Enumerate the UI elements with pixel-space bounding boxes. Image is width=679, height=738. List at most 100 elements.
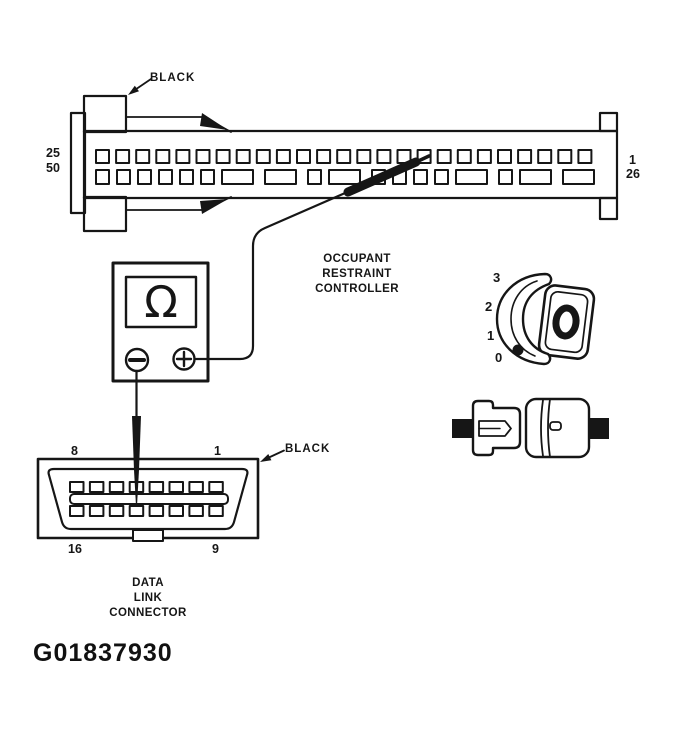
pin-cavity <box>307 169 322 185</box>
pin-cavity <box>557 149 573 164</box>
figure-id: G01837930 <box>33 639 173 667</box>
dlc-caption-line1: DATA <box>132 577 164 589</box>
dlc-drawing <box>36 457 260 542</box>
positive-probe-tip <box>410 154 431 166</box>
dlc-pin-1-label: 1 <box>214 444 221 458</box>
orc-black-label: BLACK <box>150 72 196 84</box>
pin-cavity <box>215 149 231 164</box>
pin-cavity <box>95 169 110 185</box>
ignition-position-1-label: 1 <box>487 328 495 343</box>
pin-cavity <box>148 505 165 517</box>
pin-cavity <box>88 481 105 493</box>
pin-cavity <box>577 149 593 164</box>
dlc-black-label: BLACK <box>285 443 331 455</box>
pin-cavity <box>316 149 332 164</box>
pin-cavity <box>221 169 254 185</box>
pin-cavity <box>179 169 194 185</box>
orc-caption-line3: CONTROLLER <box>315 283 399 295</box>
orc-caption-line1: OCCUPANT <box>323 253 391 265</box>
pin-cavity <box>208 505 224 517</box>
orc-pins-bottom-row <box>95 169 595 185</box>
orc-pin-50-label: 50 <box>46 161 60 175</box>
orc-right-top-tab <box>598 111 619 133</box>
pin-cavity <box>455 169 488 185</box>
pin-cavity <box>537 149 553 164</box>
pin-cavity <box>200 169 215 185</box>
pin-cavity <box>296 149 311 164</box>
pin-cavity <box>497 149 512 164</box>
pin-cavity <box>235 149 251 164</box>
ignition-position-2-label: 2 <box>485 299 493 314</box>
orc-right-bottom-tab <box>598 196 619 221</box>
pin-cavity <box>128 505 145 517</box>
negative-probe-drawing <box>132 369 141 506</box>
bezel-inner-edge <box>510 280 538 357</box>
pin-cavity <box>69 505 85 517</box>
pin-cavity <box>108 505 125 517</box>
inline-right-wire-stub <box>589 418 609 439</box>
pin-cavity <box>434 169 449 185</box>
pin-cavity <box>88 505 105 517</box>
ohmmeter-display <box>124 275 198 329</box>
dlc-caption-line3: CONNECTOR <box>109 607 187 619</box>
pin-cavity <box>517 149 533 164</box>
pin-cavity <box>498 169 513 185</box>
pin-cavity <box>155 149 171 164</box>
dlc-pins-bottom-row <box>69 505 224 517</box>
dlc-inner-shell <box>47 467 249 531</box>
pin-cavity <box>456 149 472 164</box>
orc-bottom-left-block <box>82 195 128 233</box>
orc-caption-line2: RESTRAINT <box>322 268 392 280</box>
pin-cavity <box>69 481 85 493</box>
pin-cavity <box>519 169 552 185</box>
orc-pin-1-label: 1 <box>629 153 636 167</box>
pin-cavity <box>413 169 428 185</box>
dlc-pins-top-row <box>69 481 224 493</box>
inline-female-half <box>524 397 591 459</box>
pin-cavity <box>168 481 184 493</box>
pin-cavity <box>175 149 191 164</box>
pin-cavity <box>135 149 151 164</box>
pin-cavity <box>116 169 131 185</box>
negative-probe-body <box>132 416 141 506</box>
positive-probe-drawing <box>194 154 431 361</box>
inline-latch-slot <box>549 421 562 431</box>
key-head <box>537 284 596 360</box>
dlc-black-callout-arrow <box>260 449 285 462</box>
key-hole <box>552 304 580 340</box>
positive-terminal-icon <box>172 347 196 371</box>
ignition-position-3-label: 3 <box>493 270 501 285</box>
pin-cavity <box>137 169 152 185</box>
pin-cavity <box>158 169 173 185</box>
pin-cavity <box>188 505 204 517</box>
dlc-pin-9-label: 9 <box>212 542 219 556</box>
orc-pin-26-label: 26 <box>626 167 640 181</box>
pin-cavity <box>95 149 110 164</box>
arrowhead-icon <box>128 85 139 95</box>
dlc-pin-8-label: 8 <box>71 444 78 458</box>
orc-body <box>82 129 619 200</box>
inline-connector-drawing <box>452 397 609 459</box>
pin-cavity <box>275 149 291 164</box>
pin-cavity <box>188 481 204 493</box>
pin-cavity <box>562 169 595 185</box>
pin-cavity <box>328 169 361 185</box>
position-marker-dot <box>512 344 524 356</box>
pin-cavity <box>476 149 492 164</box>
orc-pins-top-row <box>95 149 593 164</box>
pin-cavity <box>148 481 165 493</box>
ignition-position-0-label: 0 <box>495 350 503 365</box>
pin-cavity <box>336 149 352 164</box>
orc-pin-25-label: 25 <box>46 146 60 160</box>
pin-cavity <box>195 149 211 164</box>
orc-caption: OCCUPANT RESTRAINT CONTROLLER <box>297 252 417 297</box>
orc-connector-drawing <box>69 94 619 233</box>
dlc-center-slot <box>69 493 229 505</box>
dlc-bottom-tab <box>132 529 164 542</box>
arrowhead-icon <box>260 454 272 462</box>
positive-probe-body <box>343 157 421 197</box>
pin-cavity <box>264 169 297 185</box>
ohm-symbol: Ω <box>144 277 178 328</box>
